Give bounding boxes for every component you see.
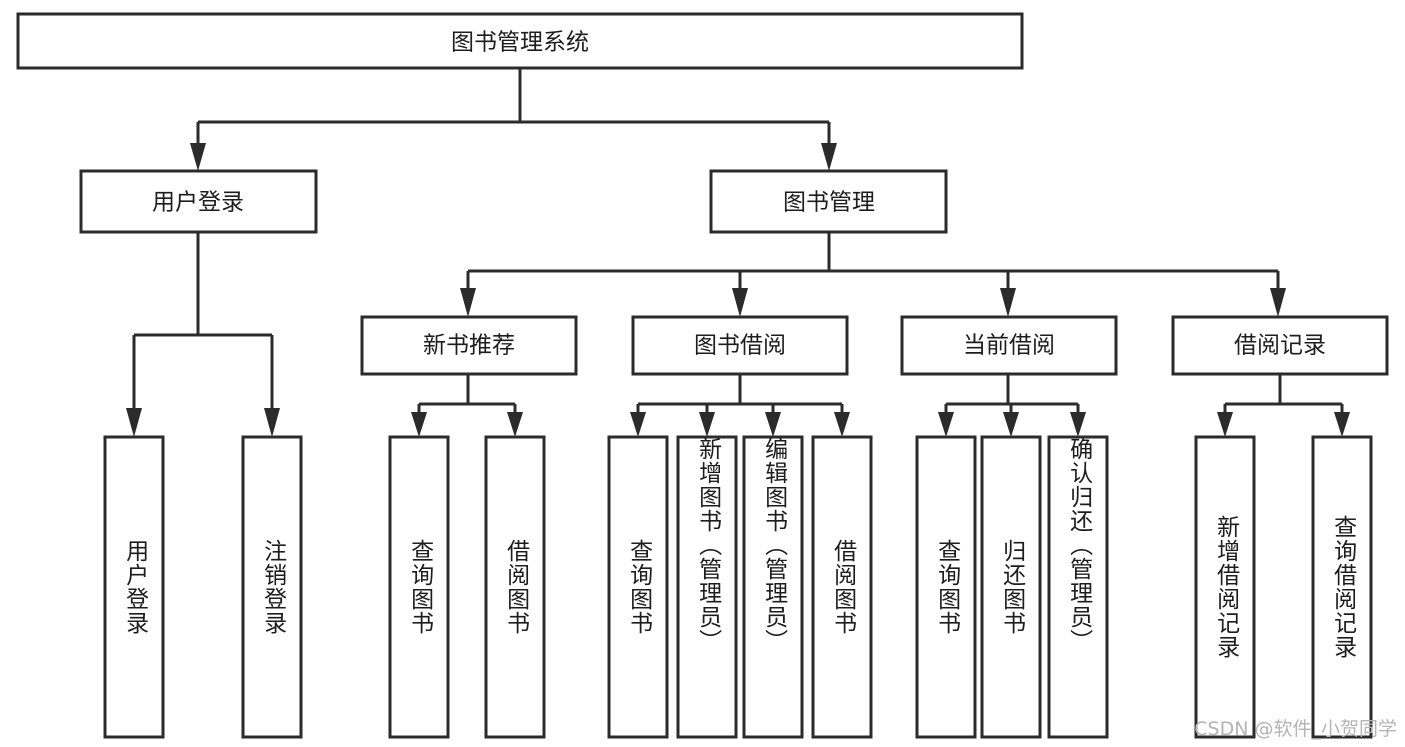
leaf-box-bookborrow-1[interactable] [607,435,669,739]
arrowhead-userlogin [190,143,206,171]
node-new-book-recommend-box[interactable] [360,315,578,376]
arrowhead-leaf-bookborrow-4 [834,412,850,437]
node-borrow-records-box[interactable] [1171,315,1389,376]
node-book-management[interactable]: 图书管理 [709,169,948,234]
node-current-borrow-label: 当前借阅 [963,333,1055,359]
node-user-login[interactable]: 用户登录 [79,169,318,234]
arrowhead-leaf-bookborrow-1 [630,412,646,437]
node-user-login-box[interactable] [79,169,318,234]
arrowhead-leaf-bookborrow-2 [699,412,715,437]
leaf-box-newbook-1[interactable] [388,435,450,739]
leaf-box-newbook-2[interactable] [484,435,546,739]
arrowhead-leaf-newbook-2 [507,412,523,437]
connectors-borrowrecords [1217,374,1350,437]
connectors-currentborrow [938,374,1086,437]
leaf-box-borrowrecords-2[interactable] [1311,435,1373,739]
node-book-borrow-label: 图书借阅 [694,333,786,359]
leaf-box-currentborrow-3[interactable] [1047,435,1109,739]
node-book-borrow[interactable]: 图书借阅 [631,315,849,376]
node-root[interactable]: 图书管理系统 [16,12,1024,70]
node-root-box[interactable] [16,12,1024,70]
arrowhead-leaf-currentborrow-2 [1003,412,1019,437]
arrowhead-leaf-borrowrecords-1 [1217,412,1233,437]
arrowhead-current-borrow [1000,288,1016,317]
connectors-bookmgmt [460,232,1286,317]
leaf-box-user-login-1[interactable] [103,435,165,739]
arrowhead-borrow-records [1270,288,1286,317]
connectors-bookborrow [630,374,850,437]
arrowhead-leaf-user-login-1 [126,408,142,437]
leaf-box-currentborrow-1[interactable] [915,435,977,739]
node-book-borrow-box[interactable] [631,315,849,376]
connectors-userlogin [126,232,280,437]
arrowhead-leaf-borrowrecords-2 [1334,412,1350,437]
arrowhead-leaf-newbook-1 [411,412,427,437]
connectors-root [190,68,837,171]
node-current-borrow[interactable]: 当前借阅 [900,315,1118,376]
node-borrow-records[interactable]: 借阅记录 [1171,315,1389,376]
leaf-box-bookborrow-2[interactable] [676,435,738,739]
arrowhead-book-borrow [732,288,748,317]
node-book-management-label: 图书管理 [783,190,875,216]
arrowhead-leaf-bookborrow-3 [765,412,781,437]
node-root-label: 图书管理系统 [451,30,589,56]
node-user-login-label: 用户登录 [152,190,244,216]
leaf-box-bookborrow-4[interactable] [811,435,873,739]
arrowhead-bookmgmt [821,143,837,171]
node-borrow-records-label: 借阅记录 [1234,333,1326,359]
leaf-box-currentborrow-2[interactable] [980,435,1042,739]
leaf-box-bookborrow-3[interactable] [742,435,804,739]
leaf-box-user-login-2[interactable] [241,435,303,739]
leaf-box-borrowrecords-1[interactable] [1194,435,1256,739]
arrowhead-leaf-user-login-2 [264,408,280,437]
node-new-book-recommend-label: 新书推荐 [423,333,515,359]
node-current-borrow-box[interactable] [900,315,1118,376]
arrowhead-new-book [460,288,476,317]
arrowhead-leaf-currentborrow-1 [938,412,954,437]
connectors-newbook [411,374,523,437]
node-new-book-recommend[interactable]: 新书推荐 [360,315,578,376]
arrowhead-leaf-currentborrow-3 [1070,412,1086,437]
node-book-management-box[interactable] [709,169,948,234]
